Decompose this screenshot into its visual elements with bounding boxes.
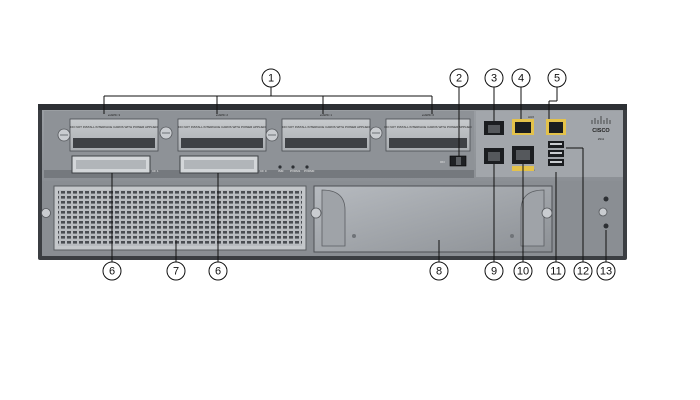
callout-circle — [166, 261, 186, 281]
console-aux-ports[interactable] — [484, 121, 504, 164]
callout-number: 6 — [215, 266, 221, 278]
power-switch[interactable]: ON — [440, 155, 467, 167]
slot-name: eHWIC 2 — [216, 113, 229, 117]
status-led — [278, 165, 282, 169]
callout-12: 12 — [573, 261, 593, 281]
pvdm0-label: PVDM0 — [304, 169, 315, 173]
callout-13: 13 — [596, 261, 616, 281]
status-led — [305, 165, 309, 169]
callout-number: 3 — [491, 73, 497, 85]
callout-circle — [511, 68, 531, 88]
cf1-label: CF 1 — [152, 169, 159, 173]
callout-circle — [513, 261, 533, 281]
slot-name: eHWIC 0 — [422, 113, 435, 117]
slot-name: eHWIC 1 — [320, 113, 333, 117]
callout-6: 6 — [102, 261, 122, 281]
pvdm1-label: PVDM1 — [290, 169, 301, 173]
cf0-label: CF 0 — [260, 169, 267, 173]
callout-number: 9 — [491, 266, 497, 278]
ehwic-slot-1[interactable]: eHWIC 1 DO NOT INSTALL INTERFACE CARDS W… — [281, 113, 370, 152]
thumbscrew-icon[interactable] — [369, 126, 383, 140]
ground-lug[interactable] — [598, 196, 609, 229]
cisco-logo-icon — [591, 116, 611, 124]
compact-flash-slot-0[interactable]: CF 0 — [179, 155, 267, 174]
ehwic-slots: eHWIC 3 DO NOT INSTALL INTERFACE CARDS W… — [69, 113, 472, 152]
slot-warning: DO NOT INSTALL INTERFACE CARDS WITH POWE… — [70, 125, 158, 129]
thumbscrews — [57, 126, 383, 142]
screw-icon — [310, 207, 322, 219]
model-number: 2911 — [598, 137, 605, 141]
lower-section — [41, 181, 623, 256]
callout-circle — [596, 261, 616, 281]
callout-circle — [546, 261, 566, 281]
callout-number: 10 — [517, 266, 529, 278]
slot-warning: DO NOT INSTALL INTERFACE CARDS WITH POWE… — [384, 125, 472, 129]
compact-flash-slots: CF 1 CF 0 ISM PVDM1 PVDM0 — [71, 155, 315, 174]
slot-name: eHWIC 3 — [108, 113, 121, 117]
callout-number: 7 — [173, 266, 179, 278]
callout-8: 8 — [429, 261, 449, 281]
ehwic-slot-0[interactable]: eHWIC 0 DO NOT INSTALL INTERFACE CARDS W… — [384, 113, 472, 152]
callout-number: 13 — [600, 266, 612, 278]
callout-leaders — [103, 87, 607, 262]
callout-circle — [261, 68, 281, 88]
thumbscrew-icon[interactable] — [265, 128, 279, 142]
callout-circle — [484, 261, 504, 281]
callout-11: 11 — [546, 261, 566, 281]
callout-10: 10 — [513, 261, 533, 281]
callout-number: 1 — [268, 73, 274, 85]
callout-number: 5 — [554, 73, 560, 85]
io-panel: ON CONSOLE AUX — [440, 111, 623, 177]
slot-warning: DO NOT INSTALL INTERFACE CARDS WITH POWE… — [282, 125, 370, 129]
usb-ports[interactable] — [548, 141, 564, 166]
ism-label: ISM — [278, 169, 284, 173]
callout-circle — [449, 68, 469, 88]
power-on-label: ON — [440, 160, 445, 164]
callout-7: 7 — [166, 261, 186, 281]
callout-circle — [573, 261, 593, 281]
callout-number: 2 — [456, 73, 462, 85]
callout-number: 12 — [577, 266, 589, 278]
thumbscrew-icon[interactable] — [57, 128, 71, 142]
status-led — [291, 165, 295, 169]
callout-3: 3 — [484, 68, 504, 88]
callout-number: 6 — [109, 266, 115, 278]
ehwic-slot-3[interactable]: eHWIC 3 DO NOT INSTALL INTERFACE CARDS W… — [69, 113, 158, 152]
aux-label: AUX — [528, 115, 534, 119]
screw-icon — [41, 208, 51, 218]
callout-number: 11 — [550, 266, 561, 278]
callout-circle — [547, 68, 567, 88]
compact-flash-slot-1[interactable]: CF 1 — [71, 155, 159, 174]
callout-circle — [208, 261, 228, 281]
power-supply-blank-plate — [310, 185, 553, 253]
callout-number: 4 — [518, 73, 524, 85]
callout-circle — [429, 261, 449, 281]
callout-9: 9 — [484, 261, 504, 281]
slot-warning: DO NOT INSTALL INTERFACE CARDS WITH POWE… — [178, 125, 266, 129]
callout-1: 1 — [261, 68, 281, 88]
callout-4: 4 — [511, 68, 531, 88]
ehwic-slot-2[interactable]: eHWIC 2 DO NOT INSTALL INTERFACE CARDS W… — [177, 113, 266, 152]
ethernet-port[interactable] — [546, 119, 566, 135]
thumbscrew-icon[interactable] — [159, 126, 173, 140]
callout-5: 5 — [547, 68, 567, 88]
callout-6: 6 — [208, 261, 228, 281]
screw-icon — [541, 207, 553, 219]
fan-vent-grille — [53, 185, 307, 251]
callout-2: 2 — [449, 68, 469, 88]
callout-circle — [484, 68, 504, 88]
callout-circle — [102, 261, 122, 281]
brand-name: CISCO — [592, 128, 610, 134]
callout-number: 8 — [436, 266, 442, 278]
